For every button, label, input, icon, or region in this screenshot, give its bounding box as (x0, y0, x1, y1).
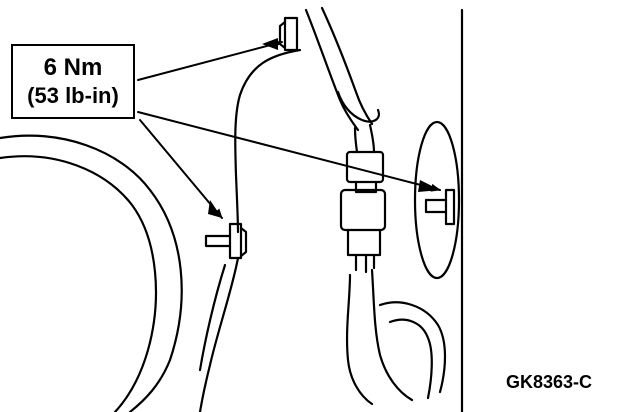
nut-upper (278, 16, 299, 52)
nut-left (204, 222, 248, 260)
harness-wire-mid (353, 123, 376, 154)
leader-to-right-nut (137, 111, 441, 192)
torque-nm-label: 6 Nm (43, 53, 103, 81)
access-hole (413, 120, 461, 280)
torque-lbin-label: (53 lb-in) (27, 82, 119, 108)
nut-right (424, 188, 456, 226)
bracket-upper-contour (234, 48, 302, 234)
bracket-left-lower-contour (198, 263, 227, 372)
figure-id-label: GK8363-C (506, 372, 593, 392)
bracket-lower-contour (198, 256, 240, 412)
arrow-pointer-right (418, 180, 440, 192)
leader-to-left-nut (139, 119, 223, 219)
housing-inner-arc (0, 155, 158, 412)
harness-tube-lower (345, 268, 414, 406)
connector-lower-ribs (346, 228, 382, 274)
torque-callout: 6 Nm (53 lb-in) (11, 44, 135, 119)
connector-lower-body (339, 188, 387, 232)
harness-tube-boot (336, 90, 380, 123)
housing-outer-arc (0, 134, 183, 412)
harness-tube-upper (304, 6, 374, 132)
arrow-pointer-left (208, 200, 222, 218)
connector-lock-tab (354, 180, 378, 194)
leader-to-upper-nut (137, 40, 283, 81)
harness-loop (378, 301, 447, 400)
arrow-pointer-upper (262, 38, 278, 50)
